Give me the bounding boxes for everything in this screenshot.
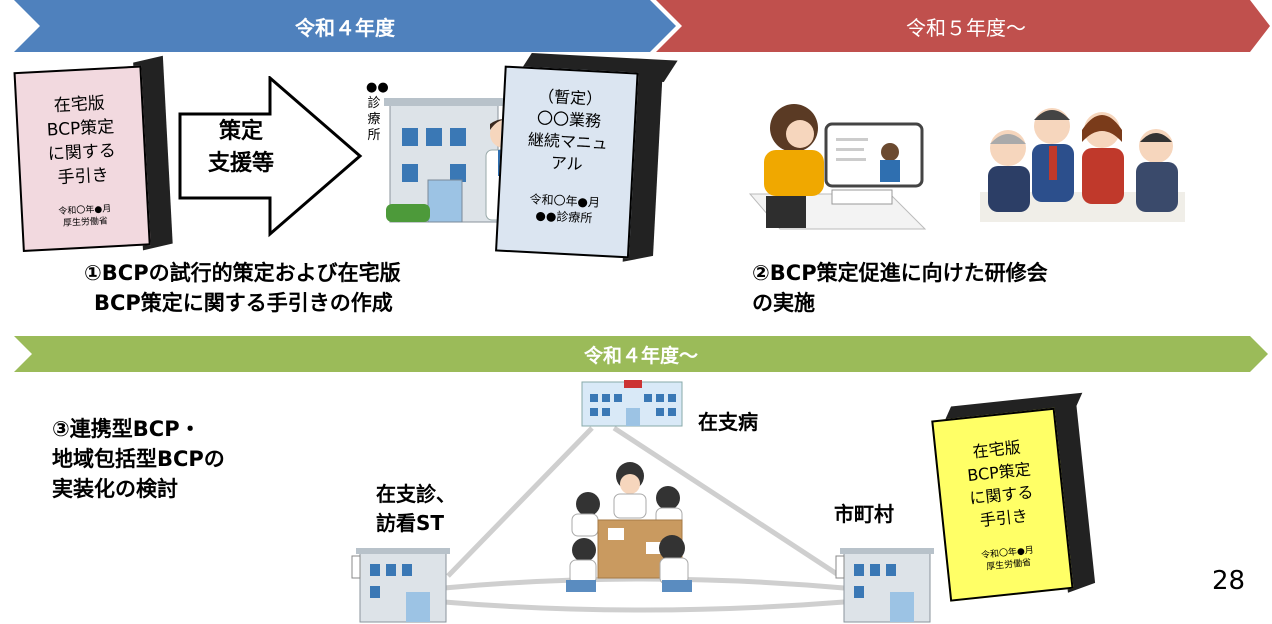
step3-heading: ③連携型BCP・ 地域包括型BCPの 実装化の検討 [52, 414, 372, 504]
step3-line1: ③連携型BCP・ [52, 417, 201, 441]
page-number: 28 [1212, 566, 1246, 596]
handbook-yellow-cover: 在宅版 BCP策定 に関する 手引き 令和〇年●月 厚生労働省 [931, 407, 1074, 602]
handbook-yellow: 在宅版 BCP策定 に関する 手引き 令和〇年●月 厚生労働省 [930, 392, 1106, 607]
node-clinic-label: 在支診、 訪看ST [376, 480, 456, 538]
clinic-building-icon [351, 548, 450, 623]
step3-line2: 地域包括型BCPの [52, 447, 225, 471]
link-clinic-municipality-upper [443, 576, 845, 591]
manual-blue: （暫定） 〇〇業務 継続マニュ アル 令和〇年●月 ●●診療所 [495, 52, 678, 267]
fy2023-label-wrap: 令和５年度～ [682, 0, 1250, 52]
hospital-icon [581, 380, 683, 427]
meeting-people-illustration [980, 108, 1185, 222]
manual-blue-cover: （暫定） 〇〇業務 継続マニュ アル 令和〇年●月 ●●診療所 [495, 65, 639, 259]
fy2023-arrow [656, 0, 1270, 52]
clinic-illustration [384, 98, 514, 223]
step2-heading: ②BCP策定促進に向けた研修会 の実施 [752, 258, 1202, 318]
link-clinic-municipality-lower [443, 599, 845, 613]
arrow-label-line2: 支援等 [207, 151, 274, 176]
node-clinic-line2: 訪看ST [376, 511, 445, 535]
arrow-label-line1: 策定 [218, 119, 263, 144]
fy2023-label: 令和５年度～ [906, 15, 1026, 40]
step2-line2: の実施 [752, 291, 815, 315]
step1-heading: ①BCPの試行的策定および在宅版 BCP策定に関する手引きの作成 [84, 258, 604, 318]
online-learning-illustration [748, 104, 927, 230]
handbook-pink-cover: 在宅版 BCP策定 に関する 手引き 令和〇年●月 厚生労働省 [13, 65, 151, 253]
step1-line1: ①BCPの試行的策定および在宅版 [84, 261, 401, 285]
link-hospital-municipality [612, 425, 842, 579]
meeting-table-illustration [566, 462, 692, 592]
fy2022-onward-arrow [14, 336, 1268, 372]
step3-line3: 実装化の検討 [52, 477, 178, 501]
node-hospital-label: 在支病 [698, 410, 758, 434]
handbook-pink: 在宅版 BCP策定 に関する 手引き 令和〇年●月 厚生労働省 [13, 54, 181, 258]
clinic-sign: ●●診療所 [366, 80, 389, 143]
network-diagram [351, 380, 934, 623]
support-arrow-label: 策定 支援等 [186, 116, 296, 180]
municipality-building-icon [835, 548, 934, 623]
fy2022-onward-label: 令和４年度～ [583, 344, 698, 367]
link-hospital-clinic [446, 426, 594, 578]
fy2022-arrow [14, 0, 676, 52]
fy2022-onward-label-wrap: 令和４年度～ [32, 336, 1250, 372]
fy2022-onward-arrow-svg [14, 336, 1268, 372]
fy2022-label-wrap: 令和４年度 [40, 0, 650, 52]
support-arrow [178, 76, 363, 238]
step2-line1: ②BCP策定促進に向けた研修会 [752, 261, 1048, 285]
timeline-arrows [14, 0, 1270, 52]
step1-line2: BCP策定に関する手引きの作成 [94, 291, 393, 315]
node-municipality-label: 市町村 [834, 502, 894, 526]
node-clinic-line1: 在支診、 [376, 482, 456, 506]
handbook-pink-line4: 手引き [57, 165, 110, 189]
fy2022-label: 令和４年度 [295, 15, 395, 40]
